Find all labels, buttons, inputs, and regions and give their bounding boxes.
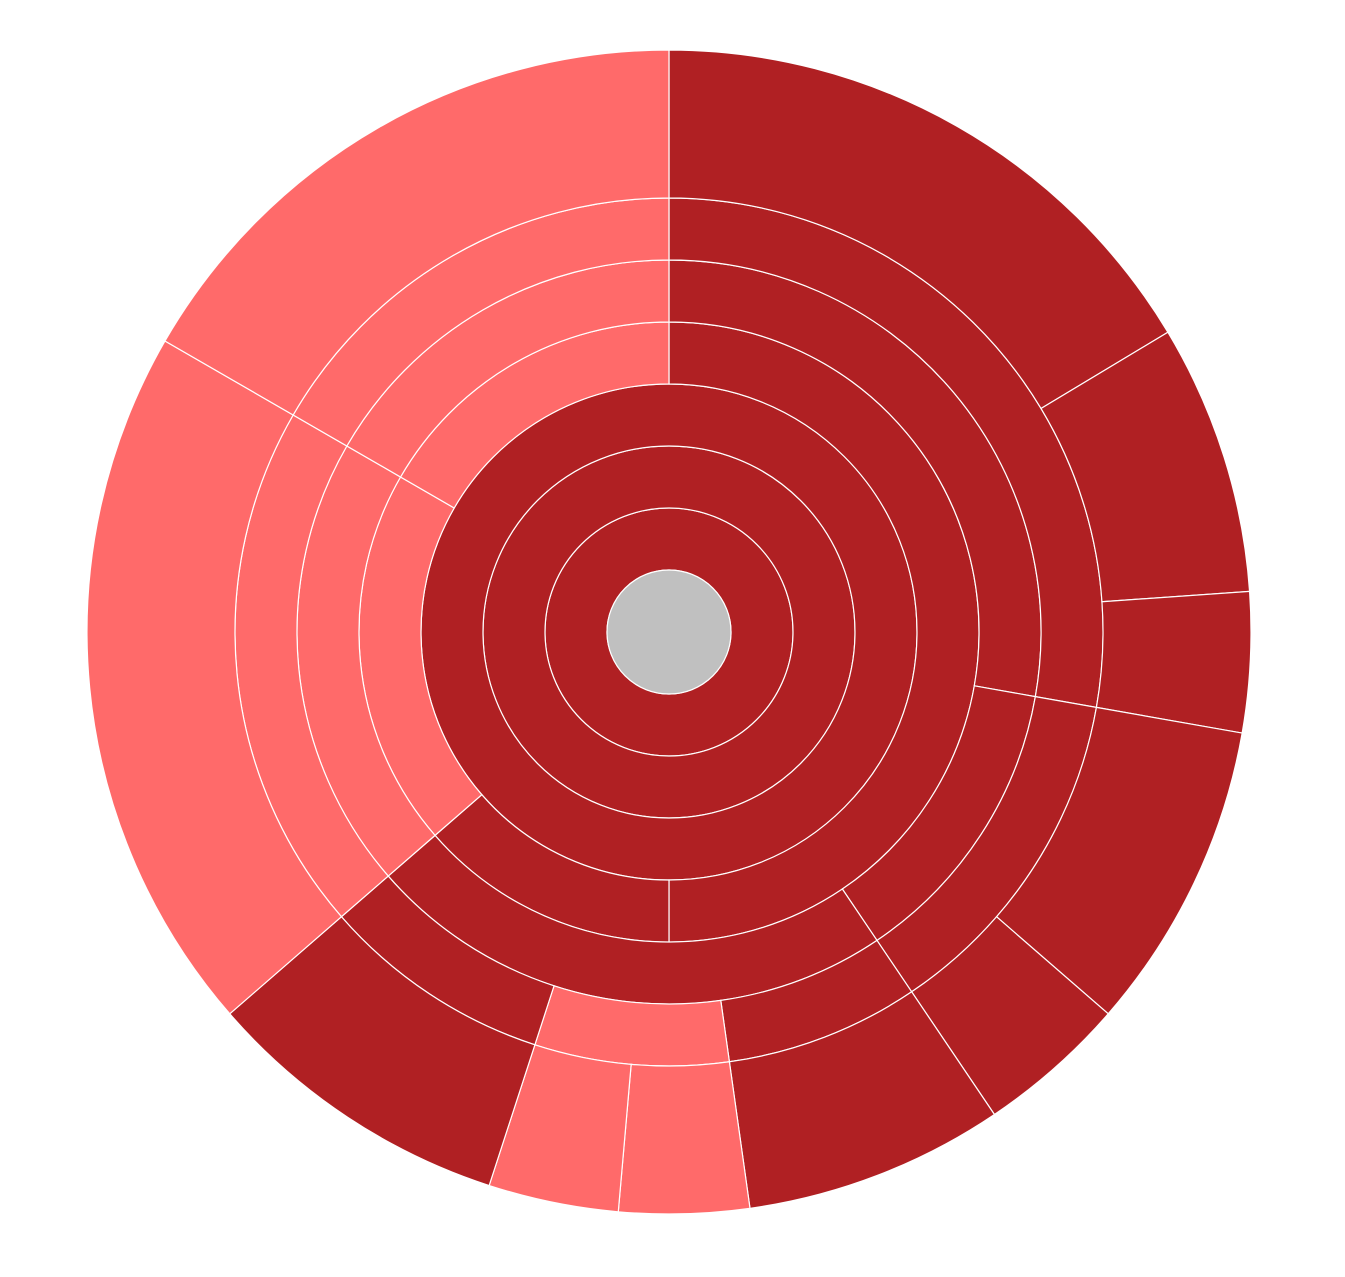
sunburst-segments xyxy=(86,49,1252,1215)
sunburst-root-node[interactable] xyxy=(606,569,732,695)
sunburst-segment-level-7-29[interactable] xyxy=(164,49,670,416)
sunburst-segment-level-7-28[interactable] xyxy=(86,340,343,1015)
sunburst-segment-level-7-25[interactable] xyxy=(617,1061,751,1215)
